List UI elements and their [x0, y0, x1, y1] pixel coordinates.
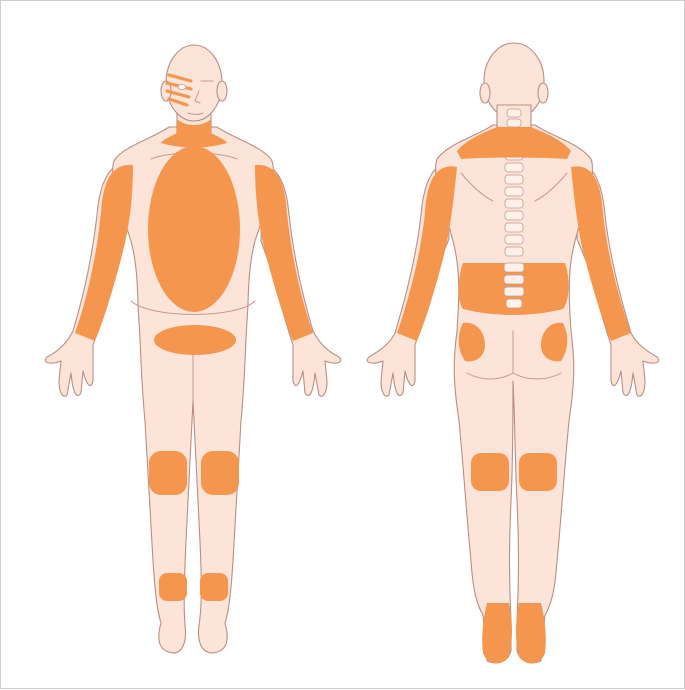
- back-hl-upper-back: [457, 127, 571, 159]
- front-head: [166, 45, 222, 121]
- front-hl-chest-abdomen: [148, 146, 240, 312]
- front-hl-knee-right: [201, 451, 239, 495]
- front-hl-right-arm: [255, 165, 313, 341]
- back-ear-right: [538, 83, 548, 103]
- back-ear-left: [480, 83, 490, 103]
- back-hl-knee-left: [471, 453, 509, 491]
- back-hl-foot-left: [482, 603, 512, 663]
- front-hl-ankle-right: [200, 573, 228, 601]
- back-view: [367, 43, 659, 663]
- front-ear-right: [217, 81, 227, 101]
- front-view: [45, 45, 341, 653]
- back-hl-foot-right: [516, 603, 546, 663]
- front-hl-pelvis: [154, 325, 236, 355]
- front-hl-left-arm: [75, 165, 133, 341]
- back-hl-knee-right: [519, 453, 557, 491]
- front-hl-knee-left: [149, 451, 187, 495]
- front-hl-ankle-left: [159, 573, 187, 601]
